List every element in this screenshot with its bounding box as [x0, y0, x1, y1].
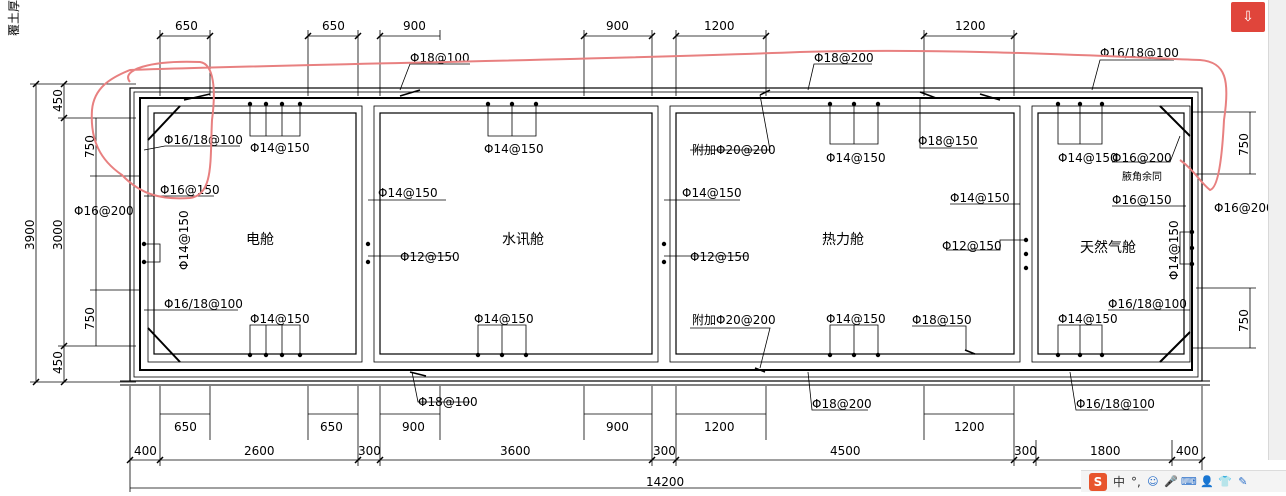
dim-left: 450 — [51, 89, 65, 112]
pdf-export-button[interactable]: ⇩ — [1231, 2, 1265, 32]
ime-language-toggle[interactable]: 中 — [1113, 475, 1126, 489]
dim-top: 1200 — [704, 19, 735, 33]
chamber-power-box — [153, 112, 357, 355]
dim-top: 650 — [322, 19, 345, 33]
chamber-name-water: 水讯舱 — [502, 232, 544, 248]
dim-bottom: 300 — [1014, 444, 1037, 458]
chamber-name-power: 电舱 — [246, 232, 274, 248]
rebar-label: Φ18@200 — [812, 397, 872, 411]
rebar-label: 附加Φ20@200 — [692, 143, 776, 157]
dim-top: 1200 — [955, 19, 986, 33]
dim-left-total: 3900 — [23, 219, 37, 250]
rebar-label: Φ18@100 — [418, 395, 478, 409]
emoji-icon[interactable]: ☺ — [1147, 475, 1159, 488]
chamber-heat-box — [675, 112, 1015, 355]
rebar-label: Φ18@150 — [918, 134, 978, 148]
rebar-label: Φ18@200 — [814, 51, 874, 65]
rebar-label: Φ14@150 — [682, 186, 742, 200]
user-icon[interactable]: 👤 — [1200, 475, 1214, 488]
dim-bottom: 3600 — [500, 444, 531, 458]
red-markup-annotation — [90, 49, 1228, 200]
soil-cover-label: 覆土厚度 — [6, 0, 21, 36]
export-icon: ⇩ — [1242, 9, 1254, 25]
rebar-label: Φ14@150 — [177, 210, 191, 270]
rebar-label: Φ12@150 — [690, 250, 750, 264]
rebar-label: Φ14@150 — [950, 191, 1010, 205]
dim-bottom: 400 — [134, 444, 157, 458]
dim-bottom: 1800 — [1090, 444, 1121, 458]
tools-icon[interactable]: ✎ — [1238, 475, 1248, 488]
dim-bottom-upper: 900 — [606, 420, 629, 434]
dim-top: 900 — [403, 19, 426, 33]
ime-toolbar: S 中 °, ☺ 🎤 ⌨ 👤 👕 ✎ — [1081, 470, 1286, 492]
chamber-gas-box — [1037, 112, 1185, 355]
ime-logo-icon[interactable]: S — [1089, 472, 1107, 491]
dim-left: 450 — [51, 351, 65, 374]
rebar-label: Φ14@150 — [1058, 151, 1118, 165]
rebar-label: Φ16@150 — [1112, 193, 1172, 207]
rebar-label: Φ14@150 — [474, 312, 534, 326]
dim-bottom: 2600 — [244, 444, 275, 458]
keyboard-icon[interactable]: ⌨ — [1180, 475, 1197, 488]
rebar-label: Φ16/18@100 — [1076, 397, 1155, 411]
shirt-icon[interactable]: 👕 — [1218, 475, 1232, 488]
vertical-scrollbar[interactable] — [1268, 0, 1286, 460]
rebar-label: Φ16@150 — [160, 183, 220, 197]
dim-bottom-upper: 900 — [402, 420, 425, 434]
outer-box — [129, 87, 1203, 382]
rebar-label: Φ16@200 — [1214, 201, 1274, 215]
rebar-label: Φ16/18@100 — [164, 133, 243, 147]
chamber-name-heat: 热力舱 — [822, 232, 864, 248]
rebar-label: 附加Φ20@200 — [692, 313, 776, 327]
rebar-label: Φ14@150 — [250, 141, 310, 155]
rebar-label: Φ14@150 — [826, 312, 886, 326]
chamber-water-box — [379, 112, 653, 355]
haunch-note: 腋角余同 — [1122, 170, 1162, 183]
dim-total: 14200 — [646, 475, 684, 489]
rebar-label: Φ16@200 — [1112, 151, 1172, 165]
dim-right: 750 — [1237, 133, 1251, 156]
dim-left: 3000 — [51, 219, 65, 250]
rebar-label: Φ16/18@100 — [1108, 297, 1187, 311]
dim-bottom-upper: 650 — [174, 420, 197, 434]
dim-bottom-upper: 1200 — [954, 420, 985, 434]
chamber-name-gas: 天然气舱 — [1080, 239, 1136, 256]
dim-left: 750 — [83, 307, 97, 330]
rebar-label: Φ14@150 — [1058, 312, 1118, 326]
dim-bottom: 300 — [358, 444, 381, 458]
rebar-label: Φ14@150 — [378, 186, 438, 200]
rebar-label: Φ16/18@100 — [164, 297, 243, 311]
dim-right: 750 — [1237, 309, 1251, 332]
voice-icon[interactable]: 🎤 — [1164, 475, 1178, 488]
rebar-label: Φ16@200 — [74, 204, 134, 218]
dim-top: 650 — [175, 19, 198, 33]
rebar-label: Φ14@150 — [1167, 220, 1181, 280]
dim-bottom: 4500 — [830, 444, 861, 458]
rebar-label: Φ14@150 — [826, 151, 886, 165]
dim-bottom-upper: 650 — [320, 420, 343, 434]
rebar-label: Φ12@150 — [942, 239, 1002, 253]
rebar-label: Φ14@150 — [250, 312, 310, 326]
rebar-label: Φ18@150 — [912, 313, 972, 327]
dim-left: 750 — [83, 135, 97, 158]
dim-top: 900 — [606, 19, 629, 33]
rebar-label: Φ14@150 — [484, 142, 544, 156]
dim-bottom-upper: 1200 — [704, 420, 735, 434]
ime-punctuation-toggle[interactable]: °, — [1131, 474, 1141, 489]
dim-bottom: 300 — [653, 444, 676, 458]
rebar-label: Φ12@150 — [400, 250, 460, 264]
dim-bottom: 400 — [1176, 444, 1199, 458]
